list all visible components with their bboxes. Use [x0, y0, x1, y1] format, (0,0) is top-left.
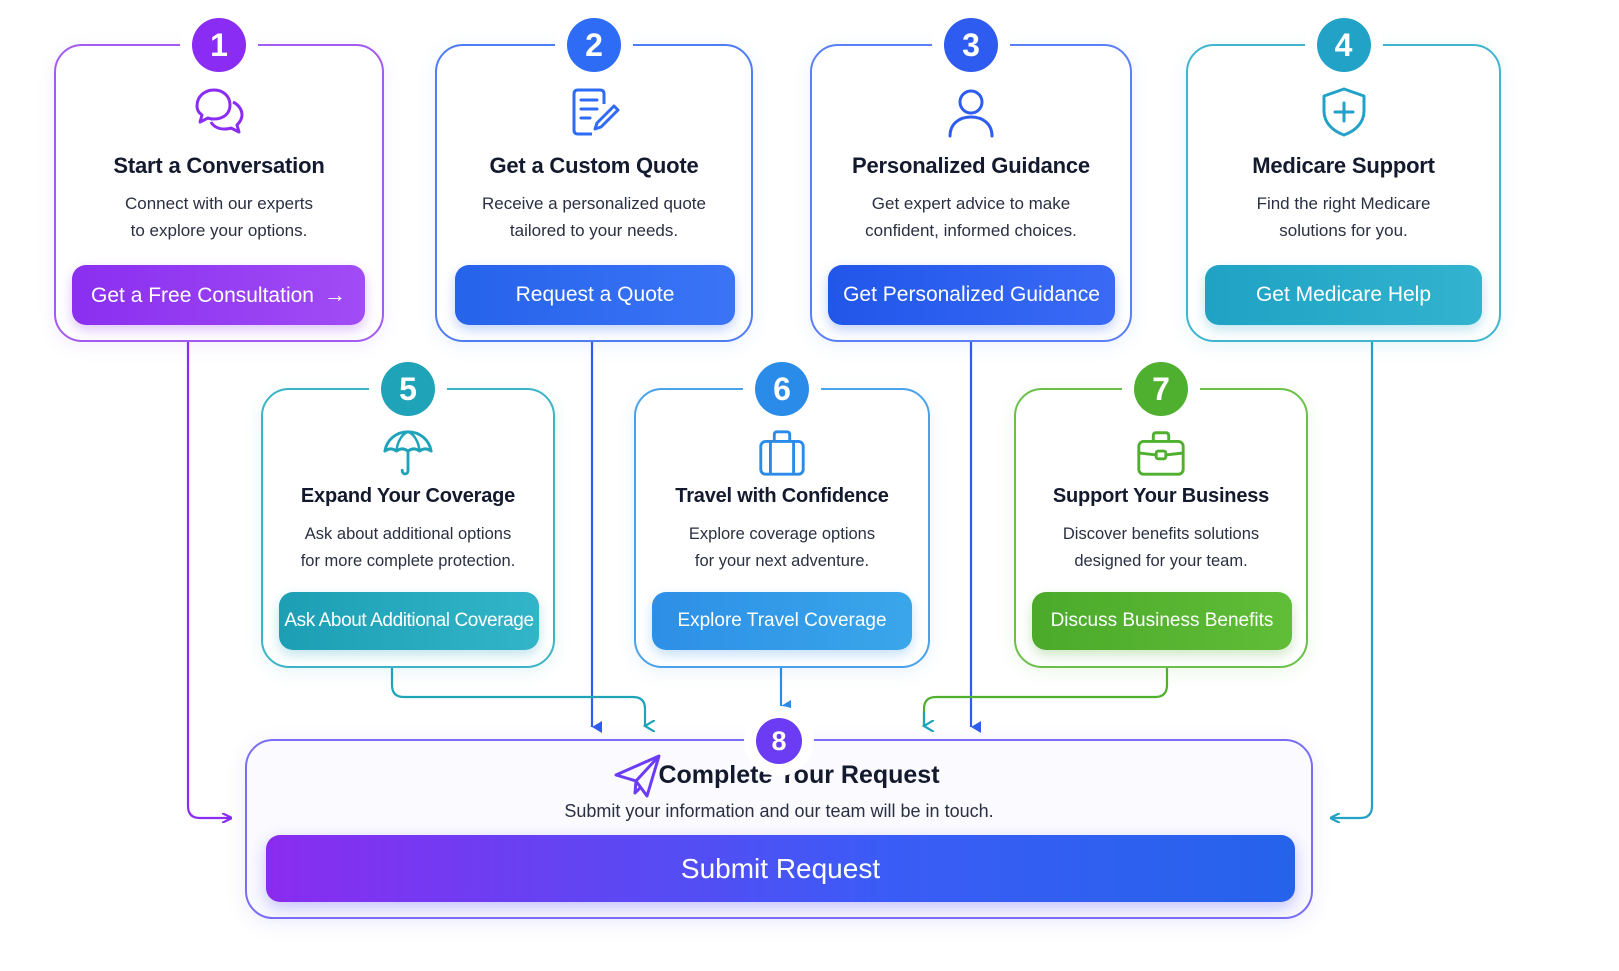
step-title: Personalized Guidance	[852, 153, 1090, 178]
step-description: Receive a personalized quote tailored to…	[482, 194, 706, 240]
step-description: Ask about additional options for more co…	[300, 525, 516, 570]
step-number-badge: 3	[944, 18, 998, 72]
user-icon	[948, 89, 994, 138]
final-title: Complete Your Request	[658, 761, 940, 789]
step-description: Find the right Medicare solutions for yo…	[1256, 194, 1431, 240]
discuss-business-benefits-button[interactable]: Discuss Business Benefits	[1032, 592, 1292, 650]
step-title: Travel with Confidence	[675, 485, 889, 507]
briefcase-icon	[1137, 431, 1185, 476]
step-title: Start a Conversation	[113, 153, 325, 178]
step-number-badge: 2	[567, 18, 621, 72]
arrow-4-to-8	[1332, 342, 1374, 818]
umbrella-icon	[383, 430, 433, 476]
get-personalized-guidance-button[interactable]: Get Personalized Guidance	[828, 265, 1115, 325]
step-card-1: 1 Start a Conversation Connect with our …	[54, 18, 384, 342]
suitcase-icon	[759, 430, 805, 476]
step-title: Medicare Support	[1252, 153, 1435, 178]
explore-travel-coverage-button[interactable]: Explore Travel Coverage	[652, 592, 912, 650]
arrow-1-to-8	[186, 342, 230, 818]
document-pen-icon	[572, 88, 620, 136]
step-number-badge: 6	[755, 362, 809, 416]
step-card-7: 7 Support Your Business Discover benefit…	[1014, 362, 1308, 668]
final-step-card: 8 Complete Your Request Submit your info…	[245, 718, 1313, 919]
step-title: Get a Custom Quote	[489, 153, 699, 178]
arrow-5-to-8	[390, 668, 645, 726]
step-card-4: 4 Medicare Support Find the right Medica…	[1186, 18, 1501, 342]
step-number-badge: 4	[1316, 18, 1371, 72]
get-medicare-help-button[interactable]: Get Medicare Help	[1205, 265, 1482, 325]
step-title: Support Your Business	[1052, 485, 1270, 507]
step-card-6: 6 Travel with Confidence Explore coverag…	[634, 362, 930, 668]
step-number-badge: 8	[756, 718, 802, 764]
shield-plus-icon	[1322, 87, 1365, 137]
step-card-3: 3 Personalized Guidance Get expert advic…	[810, 18, 1132, 342]
step-description: Connect with our experts to explore your…	[124, 194, 314, 240]
step-number-badge: 7	[1134, 362, 1188, 416]
step-number-badge: 1	[192, 18, 246, 72]
paper-plane-icon	[614, 754, 661, 798]
arrow-7-to-8	[922, 668, 1169, 726]
arrow-right-icon: →	[323, 282, 346, 307]
step-description: Discover benefits solutions designed for…	[1062, 525, 1260, 570]
step-description: Explore coverage options for your next a…	[688, 525, 876, 570]
step-card-2: 2 Get a Custom Quote Receive a personali…	[435, 18, 753, 342]
request-quote-button[interactable]: Request a Quote	[455, 265, 735, 325]
get-free-consultation-button[interactable]: Get a Free Consultation→	[72, 265, 365, 325]
ask-about-additional-coverage-button[interactable]: Ask About Additional Coverage	[279, 592, 539, 650]
step-card-5: 5 Expand Your Coverage Ask about additio…	[261, 362, 555, 668]
step-title: Expand Your Coverage	[300, 485, 516, 507]
chat-bubbles-icon	[195, 88, 244, 134]
submit-request-button[interactable]: Submit Request	[266, 835, 1295, 902]
step-number-badge: 5	[381, 362, 435, 416]
step-description: Get expert advice to make confident, inf…	[865, 194, 1077, 240]
final-description: Submit your information and our team wil…	[564, 801, 994, 821]
